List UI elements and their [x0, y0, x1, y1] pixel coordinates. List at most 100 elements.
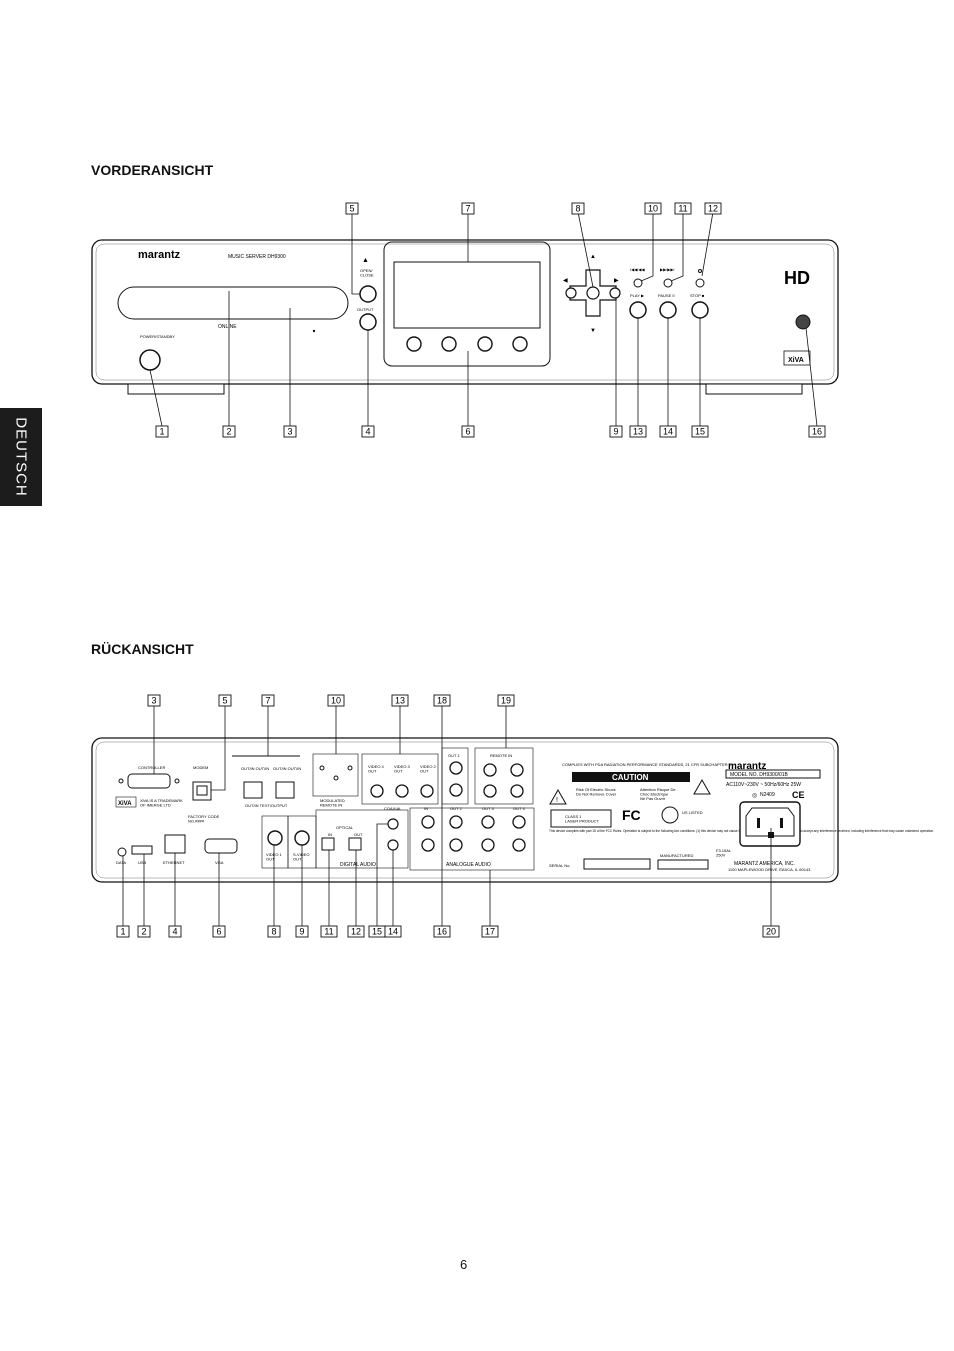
svg-text:4: 4	[172, 927, 177, 937]
optical-label: OPTICAL	[336, 825, 354, 830]
rear-brand-logo: marantz	[728, 761, 766, 772]
controller-label: CONTROLLER	[138, 765, 165, 770]
svg-text:10: 10	[648, 204, 658, 214]
svg-text:9: 9	[613, 427, 618, 437]
analogue-in-label: IN	[424, 806, 428, 811]
serial-number-label: SERIAL No.	[549, 863, 570, 868]
outin-2-label: OUT/IN OUT/IN	[273, 766, 301, 771]
front-view-title: VORDERANSICHT	[91, 162, 214, 178]
svg-text:◀: ◀	[563, 278, 568, 284]
out1-label: OUT 1	[448, 753, 460, 758]
svg-text:8: 8	[271, 927, 276, 937]
eject-icon: ▲	[362, 257, 369, 264]
rear-callout-15: 15	[368, 925, 386, 938]
front-callout-15: 15	[691, 425, 709, 438]
svg-text:13: 13	[633, 427, 643, 437]
rear-callout-3: 3	[147, 694, 161, 707]
marantz-america-label: MARANTZ AMERICA, INC.	[734, 861, 795, 867]
pause-button	[659, 301, 677, 319]
svg-text:5: 5	[349, 204, 354, 214]
power-label: POWER/STANDBY	[140, 334, 175, 339]
rear-callout-8: 8	[267, 925, 281, 938]
n-code-label: N2409	[760, 792, 775, 798]
svg-text:12: 12	[351, 927, 361, 937]
front-callout-13: 13	[629, 425, 647, 438]
svg-text:8: 8	[575, 204, 580, 214]
front-callout-10: 10	[644, 202, 662, 215]
front-callout-12: 12	[704, 202, 722, 215]
out4-label: OUT 4	[513, 806, 525, 811]
rear-callout-6: 6	[212, 925, 226, 938]
open-close-label: OPEN/CLOSE	[360, 268, 374, 278]
rear-callout-1: 1	[116, 925, 130, 938]
front-callout-16: 16	[808, 425, 826, 438]
svg-text:19: 19	[501, 696, 511, 706]
usb-port	[131, 845, 153, 855]
svg-text:▼: ▼	[590, 328, 596, 334]
svg-text:1: 1	[159, 427, 164, 437]
display-screen	[393, 261, 541, 329]
stop-button	[691, 301, 709, 319]
rear-callout-17: 17	[481, 925, 499, 938]
svg-text:4: 4	[365, 427, 370, 437]
out2-label: OUT 2	[450, 806, 462, 811]
ethernet-port	[164, 834, 186, 854]
front-callout-8: 8	[571, 202, 585, 215]
rear-callout-12: 12	[347, 925, 365, 938]
coaxial-label: COAXIAL	[384, 806, 402, 811]
rear-callout-4: 4	[168, 925, 182, 938]
analogue-audio-label: ANALOGUE AUDIO	[446, 862, 491, 868]
fcc-logo: FC	[622, 807, 641, 823]
remote-in-label: REMOTE IN	[490, 753, 512, 758]
front-callout-1: 1	[155, 425, 169, 438]
ce-mark: CE	[792, 790, 805, 800]
rear-callout-14: 14	[384, 925, 402, 938]
front-callout-4: 4	[361, 425, 375, 438]
svg-text:7: 7	[265, 696, 270, 706]
skip-back-label: I◀◀/◀◀	[630, 267, 645, 272]
front-callout-3: 3	[283, 425, 297, 438]
rear-callout-19: 19	[497, 694, 515, 707]
hd-logo: HD	[784, 268, 810, 288]
optical-in-label: IN	[328, 832, 332, 837]
ethernet-label: ETHERNET	[163, 860, 185, 865]
address-label: 1100 MAPLEWOOD DRIVE ITASCA, IL 60143	[728, 867, 811, 872]
play-button	[629, 301, 647, 319]
rear-callout-5: 5	[218, 694, 232, 707]
svg-text:18: 18	[437, 696, 447, 706]
outin-text-label: OUT/IN TEXT/OUTPUT	[245, 803, 288, 808]
outin-1-label: OUT/IN OUT/IN	[241, 766, 269, 771]
xiva-rear-logo: XiVA	[118, 801, 132, 807]
modem-port	[192, 781, 212, 801]
language-tab: DEUTSCH	[0, 408, 42, 506]
front-callout-5: 5	[345, 202, 359, 215]
svg-text:16: 16	[812, 427, 822, 437]
usb-label: USB	[138, 860, 147, 865]
svg-text:7: 7	[465, 204, 470, 214]
caution-label: CAUTION	[612, 773, 649, 782]
front-callout-2: 2	[222, 425, 236, 438]
svg-text:16: 16	[437, 927, 447, 937]
svg-text:11: 11	[324, 927, 333, 937]
online-label: ONLINE	[218, 324, 237, 330]
brand-logo: marantz	[138, 249, 181, 261]
svg-text:▶: ▶	[614, 278, 619, 284]
svg-text:!: !	[556, 797, 558, 804]
svg-text:9: 9	[299, 927, 304, 937]
skip-forward-label: ▶▶/▶▶I	[660, 267, 675, 272]
svg-text:3: 3	[287, 427, 292, 437]
svg-text:20: 20	[766, 927, 776, 937]
rear-callout-2: 2	[137, 925, 151, 938]
page-number: 6	[460, 1257, 468, 1272]
fda-compliance-text: COMPLIES WITH FDA RADIATION PERFORMANCE …	[562, 762, 731, 767]
svg-text:12: 12	[708, 204, 718, 214]
front-callout-6: 6	[461, 425, 475, 438]
